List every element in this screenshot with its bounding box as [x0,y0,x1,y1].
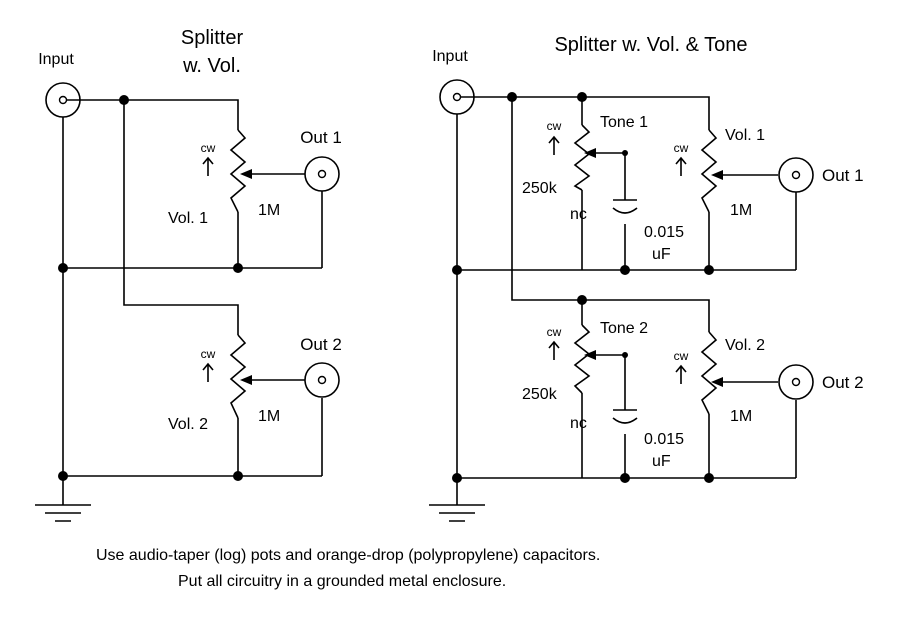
right-tone1-pot [573,124,596,191]
left-title-line2: w. Vol. [182,55,241,77]
left-vol1-label: Vol. 1 [168,210,208,227]
svg-text:cw: cw [674,349,689,363]
right-input-label: Input [432,48,468,65]
right-wires [456,96,797,505]
right-tone2-pot [573,324,596,394]
right-out2-label: Out 2 [822,373,864,392]
right-tone1-value: 250k [522,180,558,197]
right-cap1-unit: uF [652,246,671,263]
right-vol1-label: Vol. 1 [725,127,765,144]
right-tone1-label: Tone 1 [600,114,648,131]
left-title-line1: Splitter [181,27,244,49]
left-junctions [58,95,243,481]
right-cap2-unit: uF [652,453,671,470]
left-vol1-value: 1M [258,202,280,219]
left-vol2-value: 1M [258,408,280,425]
right-cap2 [612,409,638,424]
note-line-2: Put all circuitry in a grounded metal en… [178,573,506,590]
left-cw-arrow-1: cw [201,141,216,176]
right-vol2-label: Vol. 2 [725,337,765,354]
right-tone2-nc: nc [570,415,587,432]
right-cw-arrow-tone1: cw [547,119,562,155]
left-out1-label: Out 1 [300,128,342,147]
left-wires [62,99,323,505]
right-vol2-pot [700,331,723,415]
right-tone2-label: Tone 2 [600,320,648,337]
right-ground-icon [429,504,485,522]
right-out2-jack [778,364,814,400]
svg-text:cw: cw [201,141,216,155]
right-circuit: Splitter w. Vol. & Tone Input [429,34,864,522]
right-cap1-value: 0.015 [644,224,684,241]
left-ground-icon [35,504,91,522]
left-cw-arrow-2: cw [201,347,216,382]
right-tone1-nc: nc [570,206,587,223]
right-cap1 [612,199,638,214]
right-out1-label: Out 1 [822,166,864,185]
svg-text:cw: cw [547,325,562,339]
svg-text:cw: cw [674,141,689,155]
right-out1-jack [778,157,814,193]
right-vol1-pot [700,129,723,213]
right-tone2-value: 250k [522,386,558,403]
right-title: Splitter w. Vol. & Tone [554,34,747,56]
right-vol1-value: 1M [730,202,752,219]
right-cw-arrow-tone2: cw [547,325,562,360]
right-cw-arrow-vol2: cw [674,349,689,384]
left-vol2-label: Vol. 2 [168,416,208,433]
left-input-label: Input [38,51,74,68]
right-cw-arrow-vol1: cw [674,141,689,176]
right-junctions [452,92,714,483]
left-out2-label: Out 2 [300,335,342,354]
right-vol2-value: 1M [730,408,752,425]
left-out1-jack [304,156,340,192]
svg-text:cw: cw [201,347,216,361]
svg-text:cw: cw [547,119,562,133]
left-circuit: Splitter w. Vol. Input [35,27,342,522]
left-vol2-pot [229,334,252,419]
note-line-1: Use audio-taper (log) pots and orange-dr… [96,547,600,564]
right-cap2-value: 0.015 [644,431,684,448]
left-vol1-pot [229,129,252,213]
left-out2-jack [304,362,340,398]
